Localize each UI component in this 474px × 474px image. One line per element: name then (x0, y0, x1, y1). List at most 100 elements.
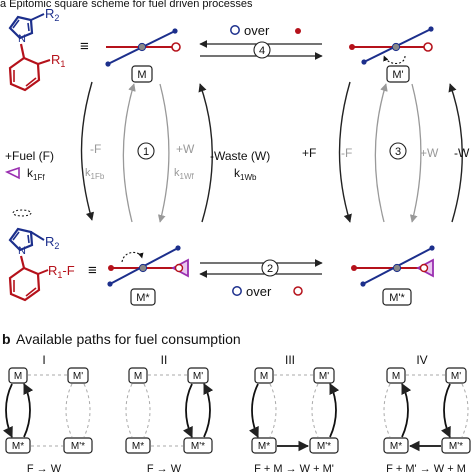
r2-bond (30, 13, 45, 21)
path-3-number-circle (389, 142, 407, 160)
minus-f-1: -F (90, 142, 101, 156)
k1wf-label: k1Wf (174, 167, 195, 181)
k1fb-label: k1Fb (85, 167, 105, 181)
fuel-triangle-icon (4, 166, 20, 180)
rotation-arrow-icon (121, 251, 144, 263)
r2b-sub: 2 (54, 241, 59, 251)
path-column-4: IV M M' M* M'* F + M' → W + M (383, 353, 471, 474)
r2-main: R (45, 6, 54, 21)
path-4-number: 4 (259, 45, 265, 57)
c3-m: M (260, 371, 268, 382)
pyrrole-ring (8, 15, 34, 40)
molecule-bottom: N R2 R1-F (8, 209, 75, 302)
path-1-number-circle (137, 142, 155, 160)
red-open-dot (171, 42, 181, 52)
r2-label: R2 (45, 6, 59, 23)
c4-m: M (392, 371, 400, 382)
c2-ms: M* (132, 441, 144, 452)
path-column-2: II M M' M* M'* F → W (125, 353, 214, 474)
column-2-label: II (161, 353, 168, 367)
state-m-star-label: M* (136, 292, 150, 304)
molecule-top: N R2 R1 (8, 6, 65, 92)
fuel-label: +Fuel (F) (5, 149, 54, 163)
waste-label: -Waste (W) (210, 149, 270, 163)
legend-blue-open (232, 286, 242, 296)
c3-mps: M'* (317, 441, 331, 452)
c2-caption: F → W (147, 463, 182, 474)
column-1-label: I (42, 353, 45, 367)
panel-a-title: a Epitomic square scheme for fuel driven… (0, 0, 253, 10)
r2-label-bottom: R2 (45, 234, 59, 251)
state-m-star-box (130, 288, 156, 306)
k1wb-sub: 1Wb (240, 173, 257, 182)
c3-mp: M' (319, 371, 329, 382)
n-label: N (18, 33, 26, 45)
legend-red-open (293, 286, 303, 296)
column-3-label: III (285, 353, 295, 367)
path-3-number: 3 (395, 146, 401, 158)
c4-caption: F + M' → W + M (386, 463, 466, 474)
r1f-sub: 1 (57, 270, 62, 280)
state-m-prime-star-box (382, 288, 412, 306)
path-3: 3 +F -F +W -W (302, 81, 470, 223)
plus-f-3: +F (302, 146, 316, 160)
state-m-label: M (137, 69, 146, 81)
state-m-prime-box (386, 65, 410, 83)
k1wb-label: k1Wb (234, 166, 257, 182)
path-4-number-circle (253, 41, 271, 59)
path-1: 1 +Fuel (F) k1Ff -F k1Fb +W k1Wf -Waste … (4, 81, 270, 223)
minus-f-3: -F (341, 146, 352, 160)
c4-mp: M' (451, 371, 461, 382)
c1-m: M (14, 371, 22, 382)
plus-w-1: +W (176, 142, 195, 156)
panel-b-title: Available paths for fuel consumption (16, 331, 241, 347)
k1wf-main: k (174, 167, 180, 179)
path-4-over: over (244, 23, 270, 38)
path-2-number: 2 (267, 263, 273, 275)
equiv-bottom: ≡ (88, 262, 97, 279)
state-m-prime-label: M' (392, 69, 403, 81)
red-open-dot (423, 42, 433, 52)
state-m-prime-star-label: M'* (389, 292, 405, 304)
path-2: 2 over (199, 259, 323, 299)
k1fb-main: k (85, 167, 91, 179)
c4-ms: M* (390, 441, 402, 452)
c2-mps: M'* (191, 441, 205, 452)
path-4: 4 over (199, 23, 323, 60)
equiv-top: ≡ (80, 38, 89, 55)
path-column-1: I M M' M* M'* F → W (2, 353, 93, 474)
c1-mps: M'* (71, 441, 85, 452)
legend-blue-open (230, 25, 240, 35)
minus-w-3: -W (454, 146, 470, 160)
plus-w-3: +W (420, 146, 439, 160)
r1f-main: R (48, 263, 57, 278)
r1-label: R1 (51, 52, 65, 69)
r2-sub: 2 (54, 13, 59, 23)
state-m-glyph (105, 28, 181, 67)
r2b-main: R (45, 234, 54, 249)
path-1-number: 1 (143, 146, 149, 158)
state-m-box (131, 65, 153, 83)
red-dot (349, 44, 355, 50)
k1ff-main: k (27, 166, 34, 180)
path-2-over: over (246, 284, 272, 299)
c4-mps: M'* (449, 441, 463, 452)
r1-main: R (51, 52, 60, 67)
c3-ms: M* (258, 441, 270, 452)
path-column-3: III M M' M* M'* F + M → W + M' (248, 353, 340, 474)
k1ff-label: k1Ff (27, 166, 45, 182)
path-2-number-circle (261, 259, 279, 277)
c2-m: M (134, 371, 142, 382)
blue-dot (105, 61, 111, 67)
state-m-star-glyph (107, 245, 189, 287)
state-m-prime-star-glyph (351, 245, 435, 287)
r1f-suffix: -F (62, 263, 74, 278)
k1wb-main: k (234, 166, 241, 180)
rotation-icon (12, 209, 32, 217)
k1ff-sub: 1Ff (33, 173, 45, 182)
n-label-bottom: N (18, 245, 26, 257)
k1wf-sub: 1Wf (180, 172, 195, 181)
state-m-prime-glyph (349, 26, 434, 65)
